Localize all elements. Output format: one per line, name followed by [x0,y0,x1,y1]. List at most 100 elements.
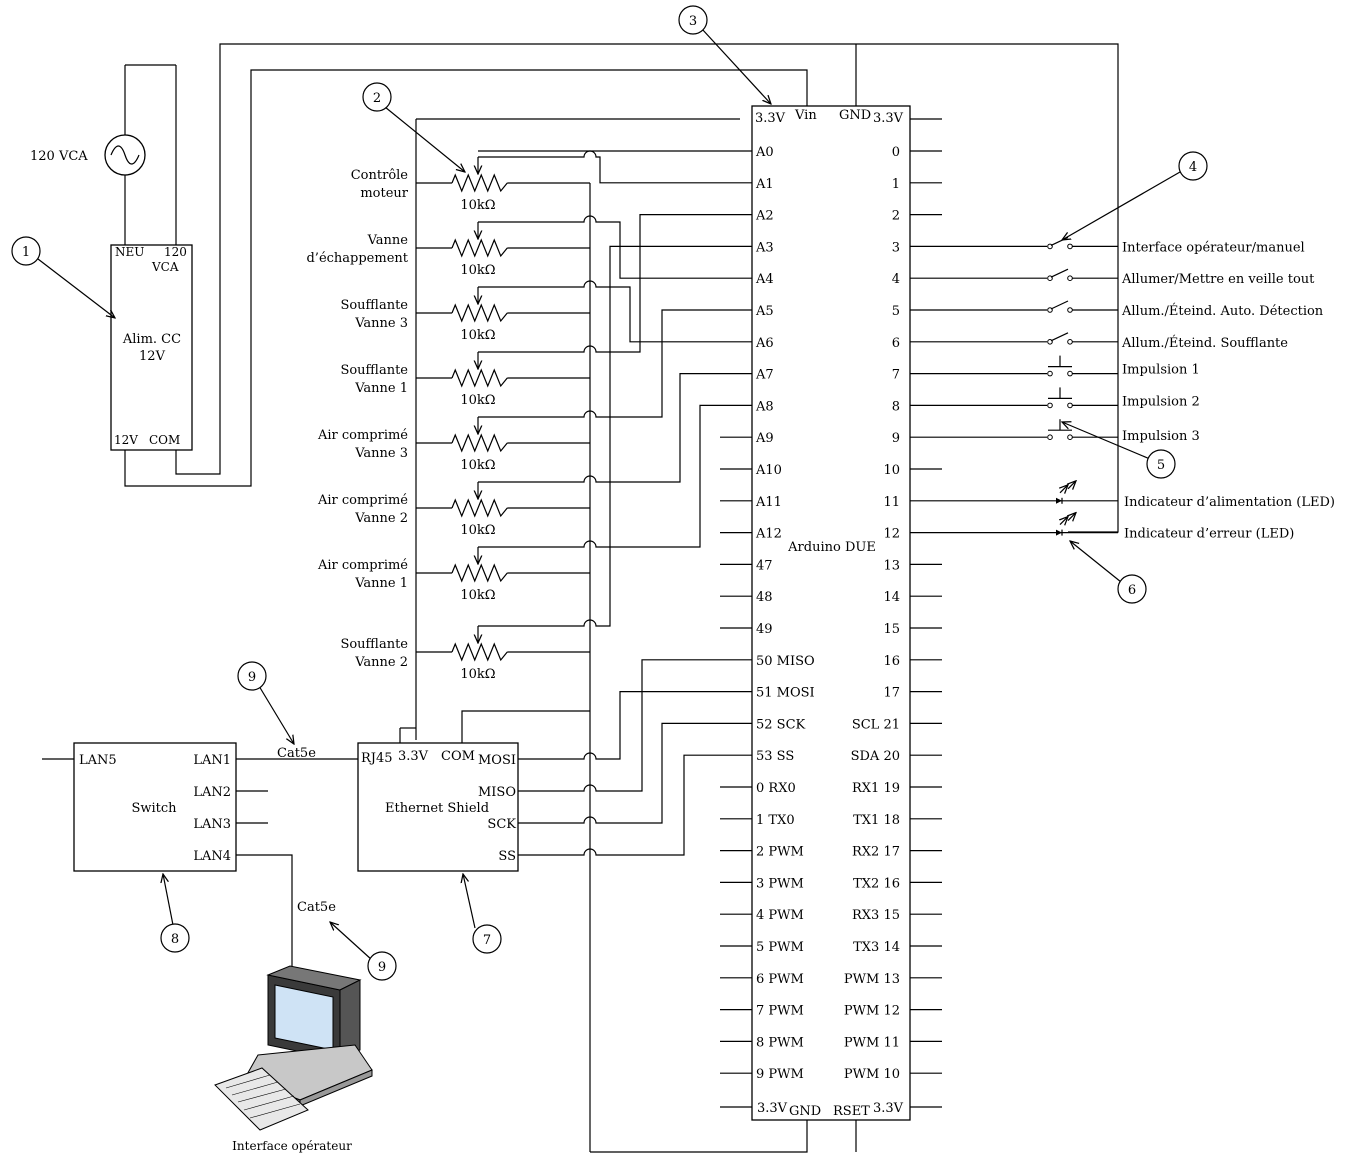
arduino-pin-right-9: 9 [892,431,900,446]
arduino-pin-right-3: 3 [892,240,900,255]
arduino-pin-right-7: 7 [892,368,900,383]
pot-value-5: 10kΩ [460,523,495,538]
arduino-name: Arduino DUE [787,540,876,555]
arduino-due: 3.3V Vin GND 3.3V Arduino DUE 3.3V GND R… [720,105,942,1152]
arduino-pin-right-28: PWM 11 [844,1035,900,1050]
pot-value-1: 10kΩ [460,263,495,278]
toggle-switch-0: Interface opérateur/manuel [942,236,1305,255]
callout-6: 6 [1128,583,1136,598]
pot-name-1-7: Soufflante [340,637,408,652]
led-0: Indicateur d’alimentation (LED) [942,481,1335,510]
cat5e-label-1: Cat5e [277,746,316,761]
pot-name-1-1: Vanne [367,233,409,248]
pot-name-2-3: Vanne 1 [354,381,408,396]
arduino-pin-right-17: 17 [883,686,900,701]
switch-label-3: Allum./Éteind. Soufflante [1121,335,1288,351]
arduino-pin-left-17: 51 MOSI [756,686,815,701]
arduino-pin-right-24: RX3 15 [852,908,900,923]
arduino-pin-left-13: 47 [756,558,773,573]
pot-name-1-3: Soufflante [340,363,408,378]
arduino-pin-left-28: 8 PWM [756,1035,804,1050]
switch-label-2: Allum./Éteind. Auto. Détection [1121,303,1324,319]
supply-wires [124,43,1119,533]
arduino-pin-left-12: A12 [755,527,782,542]
pot-name-2-1: d’échappement [306,251,408,266]
switch-lan3: LAN3 [193,817,231,832]
computer-icon: Interface opérateur [214,965,373,1153]
arduino-pin-right-27: PWM 12 [844,1004,900,1019]
callout-5: 5 [1157,458,1165,473]
supply-name-1: Alim. CC [122,332,181,347]
arduino-pin-right-13: 13 [883,558,900,573]
arduino-pin-right-26: PWM 13 [844,972,900,987]
callouts: 1 2 3 4 5 6 7 8 9 9 [11,5,1208,981]
supply-12v-label: 12V [114,433,138,447]
arduino-pin-right-22: RX2 17 [852,845,900,860]
callout-4: 4 [1189,160,1197,175]
supply-vca-label: VCA [151,260,179,274]
arduino-pin-right-15: 15 [883,622,900,637]
arduino-pin-right-20: RX1 19 [852,781,900,796]
arduino-bottom-3v3-right: 3.3V [873,1101,904,1116]
pot-name-2-0: moteur [360,186,408,201]
pot-value-3: 10kΩ [460,393,495,408]
arduino-pin-right-5: 5 [892,304,900,319]
arduino-pin-right-21: TX1 18 [853,813,900,828]
arduino-top-gnd: GND [839,108,871,123]
led-1: Indicateur d’erreur (LED) [942,513,1294,542]
arduino-pin-left-15: 49 [756,622,773,637]
pot-bus [415,118,808,1153]
ac-source: 120 VCA [30,64,177,245]
arduino-pin-left-2: A2 [755,209,774,224]
arduino-pin-right-6: 6 [892,336,900,351]
arduino-pin-left-11: A11 [755,495,782,510]
arduino-pin-right-1: 1 [892,177,900,192]
arduino-pin-left-4: A4 [755,272,774,287]
toggle-switch-2: Allum./Éteind. Auto. Détection [942,300,1324,319]
arduino-pin-left-25: 5 PWM [756,940,804,955]
pot-name-2-2: Vanne 3 [354,316,408,331]
arduino-top-3v3-left: 3.3V [755,111,786,126]
eth-3v3: 3.3V [398,749,429,764]
computer-label: Interface opérateur [232,1139,352,1153]
toggle-switch-3: Allum./Éteind. Soufflante [942,332,1288,351]
arduino-pin-right-12: 12 [883,527,900,542]
pot-value-7: 10kΩ [460,667,495,682]
arduino-pin-left-19: 53 SS [756,749,794,764]
pot-value-4: 10kΩ [460,458,495,473]
arduino-pin-left-14: 48 [756,590,773,605]
led-label-0: Indicateur d’alimentation (LED) [1124,495,1335,510]
callout-1: 1 [22,245,30,260]
arduino-pin-right-11: 11 [883,495,900,510]
arduino-bottom-rset: RSET [833,1104,870,1119]
arduino-pin-left-7: A7 [755,368,774,383]
callout-8: 8 [171,932,179,947]
eth-com: COM [441,749,475,764]
push-button-1: Impulsion 2 [942,387,1200,409]
eth-miso: MISO [478,785,516,800]
power-supply: NEU 120 VCA Alim. CC 12V 12V COM [110,244,193,451]
arduino-pin-right-14: 14 [883,590,900,605]
arduino-pin-left-27: 7 PWM [756,1004,804,1019]
supply-neu-label: NEU [115,245,144,259]
push-button-2: Impulsion 3 [942,419,1200,444]
supply-120-label: 120 [164,245,187,259]
push-button-0: Impulsion 1 [942,355,1200,378]
callout-7: 7 [483,933,491,948]
button-label-1: Impulsion 2 [1122,394,1200,409]
arduino-pin-right-23: TX2 16 [853,876,900,891]
supply-name-2: 12V [139,349,166,364]
arduino-pin-left-20: 0 RX0 [756,781,796,796]
arduino-pin-right-19: SDA 20 [851,749,900,764]
button-label-0: Impulsion 1 [1122,363,1200,378]
arduino-pin-left-6: A6 [755,336,774,351]
arduino-bottom-3v3-left: 3.3V [757,1101,788,1116]
arduino-pin-left-16: 50 MISO [756,654,815,669]
callout-3: 3 [689,14,697,29]
pot-name-1-4: Air comprimé [317,428,408,443]
